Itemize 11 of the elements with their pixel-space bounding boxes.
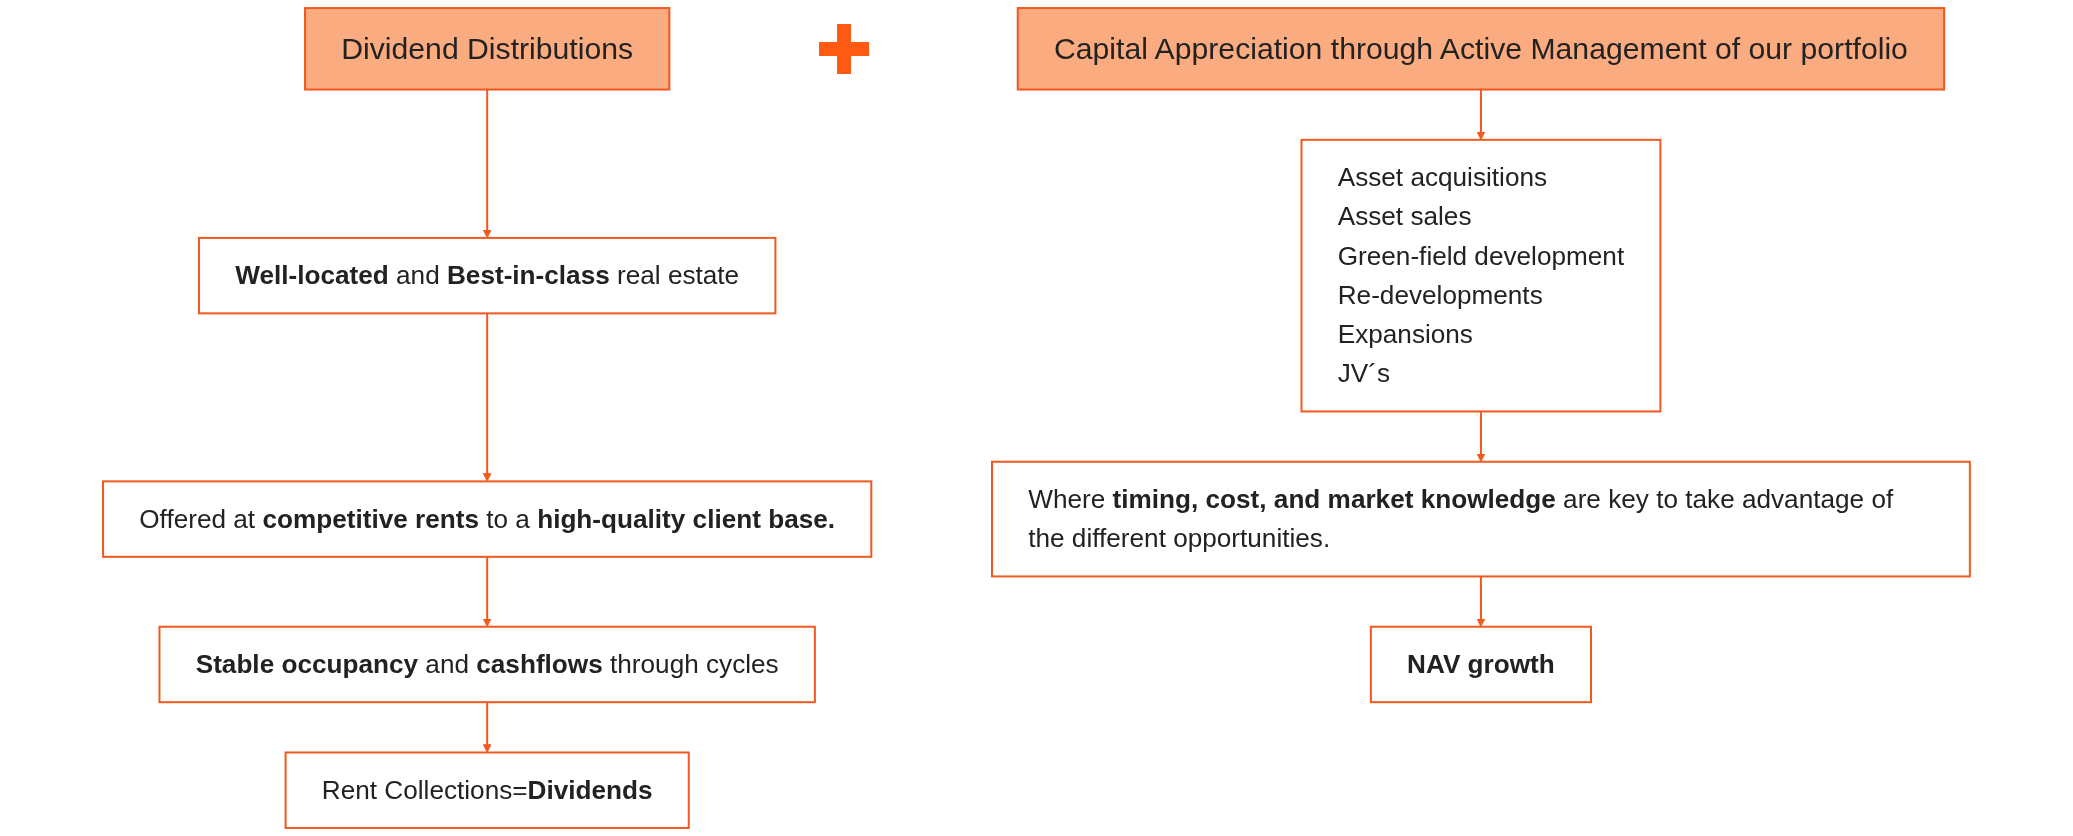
arrow — [482, 313, 492, 482]
node-box: NAV growth — [1369, 625, 1593, 704]
node-box: Asset acquisitions Asset sales Green-field development Re-developments Expansions JV´s — [1300, 138, 1662, 413]
arrow — [482, 702, 492, 753]
node-box: Where timing, cost, and market knowledge are key to take advantage of the different opportunities. — [991, 460, 1971, 578]
node-box: Dividend Distributions — [304, 7, 671, 91]
node-box: Rent Collections=Dividends — [284, 751, 690, 829]
node-box: Stable occupancy and cashflows through cycles — [158, 625, 816, 704]
node-box: Well-located and Best-in-class real estate — [198, 236, 777, 315]
node-box: Offered at competitive rents to a high-quality client base. — [102, 480, 873, 558]
node-box: Capital Appreciation through Active Management of our portfolio — [1016, 7, 1946, 91]
